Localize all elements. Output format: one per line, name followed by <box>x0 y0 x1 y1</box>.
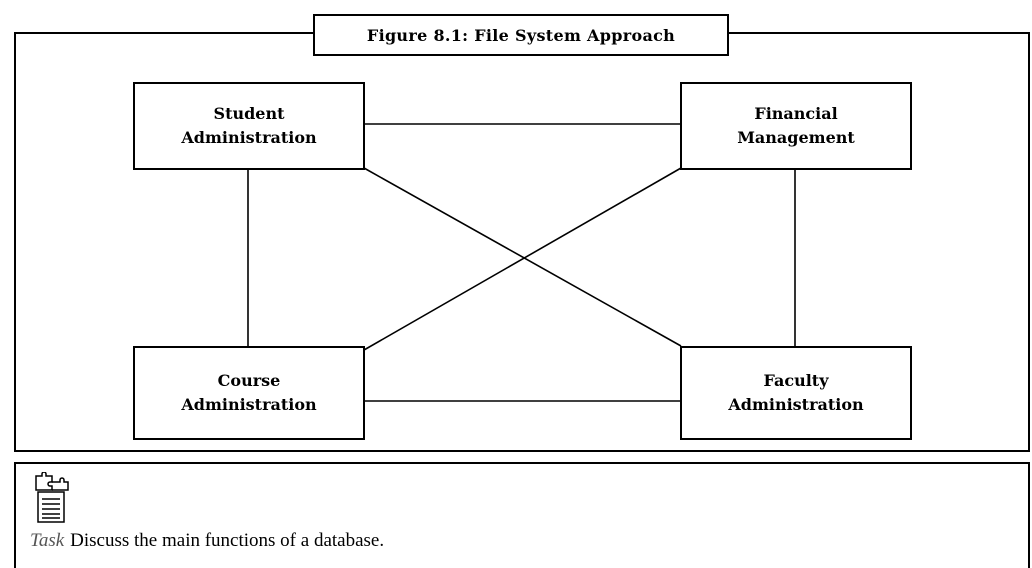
task-puzzle-document-icon <box>35 472 69 523</box>
figure-title: Figure 8.1: File System Approach <box>313 14 729 56</box>
node-faculty-administration: Faculty Administration <box>680 346 912 440</box>
node-financial-management: Financial Management <box>680 82 912 170</box>
task-label: Task <box>30 530 65 551</box>
task-text: Discuss the main functions of a database… <box>70 530 385 551</box>
node-course-administration: Course Administration <box>133 346 365 440</box>
node-line1: Faculty <box>763 371 829 390</box>
node-line1: Course <box>217 371 281 390</box>
edge-financial-course <box>363 167 682 351</box>
node-line1: Financial <box>754 104 838 123</box>
node-line1: Student <box>213 104 285 123</box>
node-line2: Administration <box>181 128 317 147</box>
node-line2: Management <box>737 128 855 147</box>
node-line2: Administration <box>181 395 317 414</box>
edge-student-faculty <box>363 167 682 347</box>
node-student-administration: Student Administration <box>133 82 365 170</box>
node-line2: Administration <box>728 395 864 414</box>
